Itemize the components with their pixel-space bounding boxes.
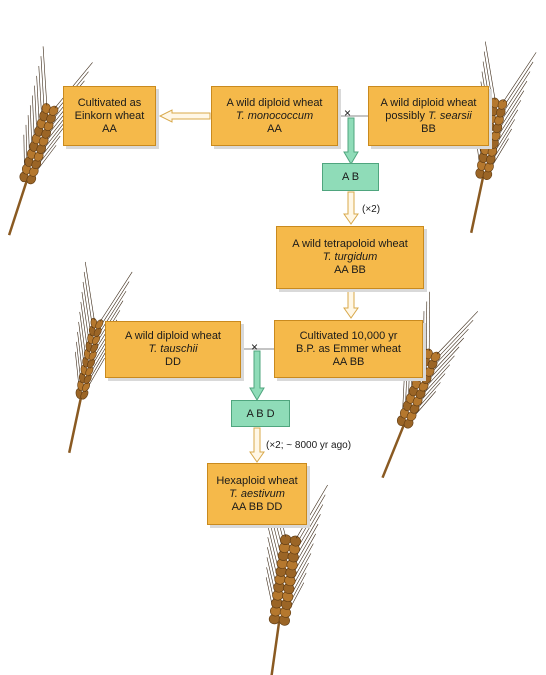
turgidum-species: T. turgidum xyxy=(322,251,378,263)
aestivum-species: T. aestivum xyxy=(229,487,285,500)
tauschii-species: T. tauschii xyxy=(148,343,198,355)
monococcum-line1: A wild diploid wheat xyxy=(226,96,323,109)
box-emmer: Cultivated 10,000 yr B.P. as Emmer wheat… xyxy=(274,320,423,378)
arrow-turgidum-to-emmer xyxy=(343,289,359,319)
arrow-abd-to-aestivum xyxy=(249,427,265,463)
arrow-cross-to-abd xyxy=(249,350,265,401)
hybrid-ab: A B xyxy=(322,163,379,191)
wheat-ear-illustration-aestivum xyxy=(265,476,328,675)
einkorn-genome: AA xyxy=(102,122,117,135)
searsii-line1: A wild diploid wheat xyxy=(380,96,477,109)
hybrid-abd: A B D xyxy=(231,400,290,427)
searsii-species: T. searsii xyxy=(428,109,472,122)
cross-symbol-top: × xyxy=(344,106,352,120)
wheat-ear-illustration-tauschii xyxy=(67,261,133,454)
box-tauschii: A wild diploid wheat T. tauschii DD xyxy=(105,321,241,378)
hybrid-abd-label: A B D xyxy=(246,407,275,420)
box-searsii: A wild diploid wheat possibly T. searsii… xyxy=(368,86,489,146)
aestivum-genome: AA BB DD xyxy=(231,500,283,513)
searsii-line2: possibly T. searsii xyxy=(385,110,471,123)
searsii-genome: BB xyxy=(421,122,436,135)
turgidum-genome: AA BB xyxy=(334,264,366,276)
arrow-ab-to-turgidum xyxy=(343,191,359,225)
box-einkorn: Cultivated as Einkorn wheat AA xyxy=(63,86,156,146)
arrow-monococcum-to-einkorn xyxy=(158,109,211,123)
arrow-cross-to-ab xyxy=(343,117,359,165)
einkorn-line1: Cultivated as xyxy=(77,96,142,109)
doubling-note-1: (×2) xyxy=(362,204,381,215)
hybrid-ab-label: A B xyxy=(341,171,360,183)
wheat-ear-illustration-einkorn xyxy=(7,46,93,236)
cross-symbol-bottom: × xyxy=(251,340,259,354)
aestivum-line1: Hexaploid wheat xyxy=(216,474,298,487)
emmer-line1: Cultivated 10,000 yr xyxy=(299,329,398,342)
emmer-line2: B.P. as Emmer wheat xyxy=(296,342,401,355)
tauschii-line1: A wild diploid wheat xyxy=(124,330,221,342)
turgidum-line1: A wild tetrapoloid wheat xyxy=(292,238,408,250)
box-turgidum: A wild tetrapoloid wheat T. turgidum AA … xyxy=(276,226,424,289)
monococcum-species: T. monococcum xyxy=(235,109,314,122)
tauschii-genome: DD xyxy=(165,356,181,368)
box-aestivum: Hexaploid wheat T. aestivum AA BB DD xyxy=(207,463,307,525)
box-monococcum: A wild diploid wheat T. monococcum AA xyxy=(211,86,338,146)
einkorn-line2: Einkorn wheat xyxy=(74,109,145,122)
monococcum-genome: AA xyxy=(267,122,282,135)
emmer-genome: AA BB xyxy=(332,355,365,368)
searsii-prefix: possibly xyxy=(385,109,429,122)
doubling-note-2: (×2; ~ 8000 yr ago) xyxy=(266,440,352,451)
